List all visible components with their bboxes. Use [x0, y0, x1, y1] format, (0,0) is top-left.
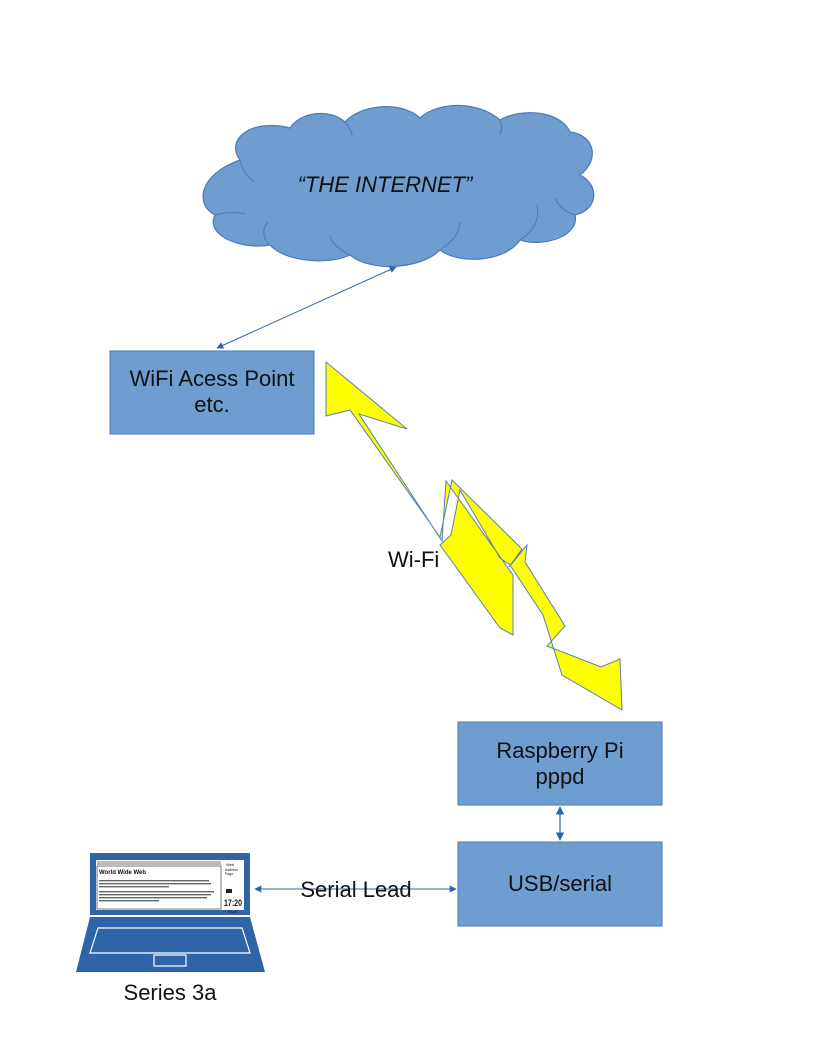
raspberry-pi-label-line1: Raspberry Pi: [496, 738, 623, 763]
wifi-ap-label-line2: etc.: [194, 392, 229, 417]
screen-side-page: Page: [225, 872, 233, 876]
screen-clock: 17:20: [224, 898, 242, 908]
wifi-link-label: Wi-Fi: [388, 547, 439, 572]
cloud-label: “THE INTERNET”: [298, 172, 474, 197]
wifi-lightning-bolt-icon: [325, 360, 623, 711]
screen-day: Thu 6: [227, 909, 238, 914]
screen-side-address: Address: [225, 868, 238, 872]
serial-lead-label: Serial Lead: [300, 877, 411, 902]
raspberry-pi-label-line2: pppd: [536, 764, 585, 789]
series-3a-laptop-icon: World Wide Web Web Address Page 17:20 Th…: [76, 853, 265, 972]
cloud-shape: [202, 104, 595, 268]
laptop-base: [76, 917, 265, 972]
screen-side-top: Web: [226, 862, 235, 867]
laptop-label: Series 3a: [124, 980, 218, 1005]
usb-serial-label: USB/serial: [508, 871, 612, 896]
raspberry-pi-node: Raspberry Pi pppd: [457, 721, 663, 806]
usb-serial-node: USB/serial: [457, 841, 663, 927]
internet-to-ap-connector: [216, 266, 397, 349]
wifi-ap-label-line1: WiFi Acess Point: [129, 366, 294, 391]
screen-heading: World Wide Web: [99, 870, 146, 876]
wifi-access-point-node: WiFi Acess Point etc.: [109, 350, 315, 435]
internet-cloud: “THE INTERNET”: [202, 104, 595, 268]
laptop-screen: World Wide Web Web Address Page 17:20 Th…: [96, 860, 244, 914]
